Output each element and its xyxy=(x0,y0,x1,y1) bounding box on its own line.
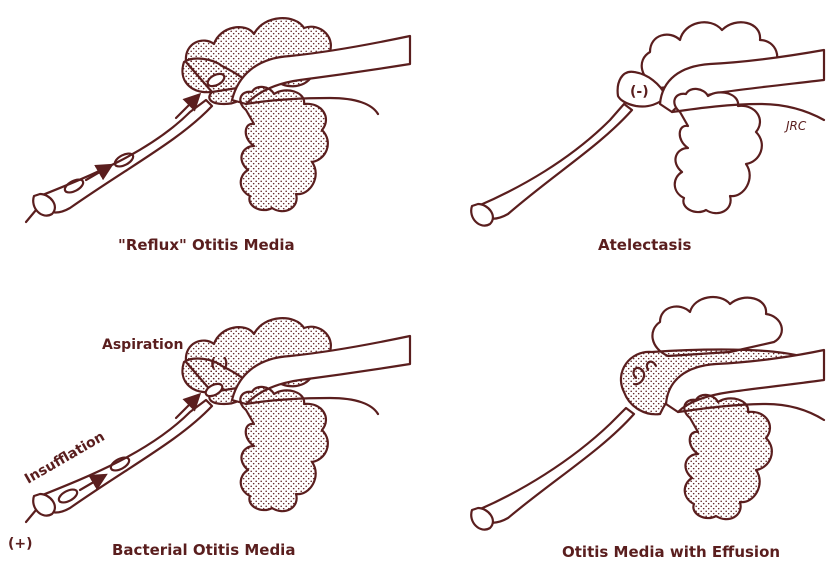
bacterial-caption: Bacterial Otitis Media xyxy=(112,541,295,559)
bacterial-needle-tip xyxy=(26,510,36,522)
bacterial-anatomy xyxy=(33,318,410,515)
panel-reflux: "Reflux" Otitis Media xyxy=(26,18,410,254)
effusion-mastoid-cells xyxy=(652,297,781,356)
effusion-eustachian-tube xyxy=(478,408,634,523)
bacterial-pressure-label: (-) xyxy=(210,356,229,372)
effusion-caption: Otitis Media with Effusion xyxy=(562,543,780,561)
atelectasis-caption: Atelectasis xyxy=(598,236,692,254)
panel-bacterial xyxy=(26,318,410,522)
panel-effusion: Otitis Media with Effusion xyxy=(471,297,824,561)
reflux-caption: "Reflux" Otitis Media xyxy=(118,236,295,254)
atelectasis-eustachian-tube xyxy=(478,104,632,219)
aspiration-label: Aspiration xyxy=(102,337,183,353)
atelectasis-lower-cells xyxy=(674,89,762,213)
reflux-anatomy xyxy=(33,18,410,215)
panel-atelectasis: (-) JRC Atelectasis xyxy=(471,22,824,254)
atelectasis-pressure-label: (-) xyxy=(630,84,649,100)
reflux-needle-tip xyxy=(26,210,36,222)
illustrator-signature: JRC xyxy=(784,119,807,133)
effusion-lower-cells xyxy=(684,395,772,519)
positive-pressure-label: (+) xyxy=(8,536,33,552)
